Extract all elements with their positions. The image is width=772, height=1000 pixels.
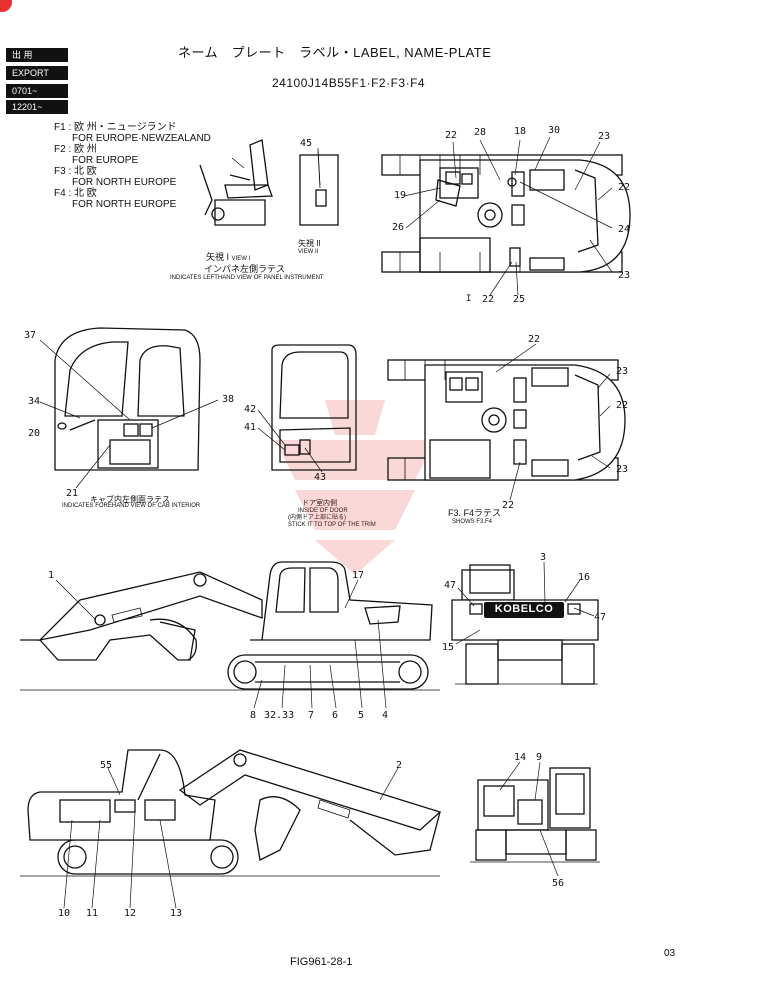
part-number: 24100J14B55F1·F2·F3·F4 xyxy=(272,76,426,90)
side-label-1: 出 用 xyxy=(6,48,68,62)
callout: 28 xyxy=(474,127,487,138)
variant-legend: F1 : 欧 州・ニュージランド FOR EUROPE·NEWZEALAND F… xyxy=(54,122,211,210)
side-label-3: 0701~ xyxy=(6,84,68,98)
figure-number: FIG961-28-1 xyxy=(290,956,353,968)
top-view-f12 xyxy=(381,154,631,273)
callout: 7 xyxy=(308,710,315,721)
top-view-f34 xyxy=(387,359,626,481)
callout: 5 xyxy=(358,710,365,721)
cab-caption: キャブ内左側面ラテス xyxy=(90,495,170,504)
side-label-4: 12201~ xyxy=(6,100,68,114)
view1-caption-ja: インパネ左側ラテス xyxy=(204,264,286,274)
callout: 26 xyxy=(392,222,405,233)
view2-caption: 矢視 II VIEW II xyxy=(298,239,321,255)
callout: 25 xyxy=(513,294,526,305)
cab-caption-en: INDICATES FOREHAND VIEW OF CAB INTERIOR xyxy=(62,503,201,509)
cab-interior-view xyxy=(54,327,201,471)
callout: 22 xyxy=(482,294,495,305)
view1-caption-en: INDICATES LEFTHAND VIEW OF PANEL INSTRUM… xyxy=(170,275,324,281)
callout: 55 xyxy=(100,760,113,771)
callout: 21 xyxy=(66,488,79,499)
leader-lines xyxy=(39,136,613,909)
callout: 47 xyxy=(594,612,607,623)
callout: 30 xyxy=(548,125,561,136)
side-label-2: EXPORT xyxy=(6,66,68,80)
callout: 22 xyxy=(616,400,629,411)
callout: 23 xyxy=(598,131,611,142)
callout: 20 xyxy=(28,428,41,439)
callout: 19 xyxy=(394,190,407,201)
callout: 15 xyxy=(442,642,455,653)
callout: 18 xyxy=(514,126,527,137)
callout: 3 xyxy=(540,552,547,563)
f34-caption: F3. F4ラテス SHOWS F3.F4 xyxy=(448,508,502,525)
callout: I xyxy=(466,294,472,304)
callout: 14 xyxy=(514,752,527,763)
door-view xyxy=(271,344,357,471)
corner-marker xyxy=(0,0,12,12)
callout: 24 xyxy=(618,224,631,235)
excavator-side-view-1 xyxy=(20,561,440,691)
callout: 42 xyxy=(244,404,257,415)
callout: 22 xyxy=(445,130,458,141)
door-caption: ドア室内側 INSIDE OF DOOR (内側ドア上部に貼る) STICK I… xyxy=(288,500,376,528)
callout: 47 xyxy=(444,580,457,591)
callout: 23 xyxy=(618,270,631,281)
callout: 45 xyxy=(300,138,313,149)
excavator-side-view-2 xyxy=(20,749,442,877)
callout: 1 xyxy=(48,570,55,581)
page-title: ネーム プレート ラベル・LABEL, NAME-PLATE xyxy=(178,45,492,60)
callout: 10 xyxy=(58,908,71,919)
callout: 2 xyxy=(396,760,403,771)
callout: 17 xyxy=(352,570,365,581)
callout: 23 xyxy=(616,464,629,475)
seat-view xyxy=(199,139,273,226)
callout: 22 xyxy=(528,334,541,345)
callout: 41 xyxy=(244,422,257,433)
callout: 4 xyxy=(382,710,389,721)
callout: 43 xyxy=(314,472,327,483)
callout: 22 xyxy=(618,182,631,193)
excavator-rear-view-2 xyxy=(470,767,600,863)
callout: 56 xyxy=(552,878,565,889)
callout: 38 xyxy=(222,394,235,405)
callout: 22 xyxy=(502,500,515,511)
callout: 12 xyxy=(124,908,137,919)
callout: 34 xyxy=(28,396,41,407)
callout: 11 xyxy=(86,908,99,919)
excavator-rear-view-1 xyxy=(451,564,599,685)
callout: 13 xyxy=(170,908,183,919)
page-number: 03 xyxy=(664,948,676,959)
view1-caption: 矢視 I VIEW I xyxy=(206,252,251,262)
callout: 16 xyxy=(578,572,591,583)
callout: 23 xyxy=(616,366,629,377)
callout: 6 xyxy=(332,710,339,721)
kobelco-logo: KOBELCO xyxy=(494,603,554,615)
callout: 37 xyxy=(24,330,37,341)
callout: 9 xyxy=(536,752,543,763)
callout: 8 xyxy=(250,710,257,721)
callout: 32.33 xyxy=(264,710,295,721)
